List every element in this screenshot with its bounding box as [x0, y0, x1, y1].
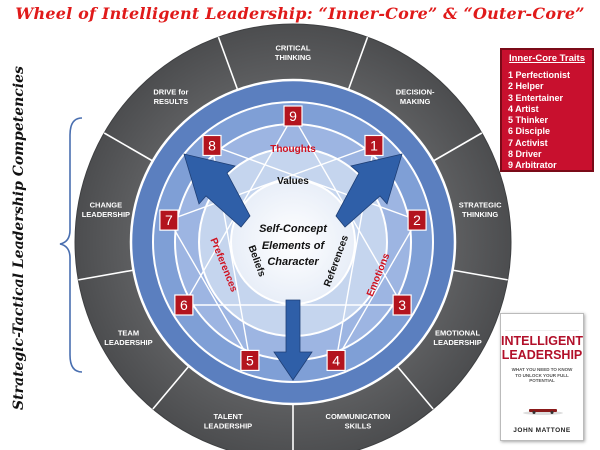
trait-item: 3 Entertainer	[508, 92, 564, 103]
enneagram-number-box: 1	[364, 134, 384, 157]
book-illustration	[523, 409, 563, 415]
enneagram-number: 2	[413, 212, 421, 228]
segment-divider	[78, 269, 134, 281]
segment-divider	[217, 36, 239, 91]
enneagram-number-box: 4	[326, 349, 346, 372]
book-title-line2: LEADERSHIP	[501, 348, 583, 362]
book-cover: INTELLIGENT LEADERSHIP WHAT YOU NEED TO …	[500, 313, 584, 441]
traits-box: Inner-Core Traits 1 Perfectionist 2 Help…	[500, 48, 594, 172]
book-subtitle: WHAT YOU NEED TO KNOW TO UNLOCK YOUR FUL…	[511, 367, 573, 383]
enneagram-number-box: 3	[392, 294, 412, 316]
segment-divider	[396, 365, 434, 410]
arrow-up-right	[335, 153, 403, 228]
book-endorsement	[505, 320, 579, 331]
number-boxes: 1 2 3 4 5 6 7 8 9	[159, 105, 427, 372]
enneagram-number: 5	[246, 352, 254, 368]
arrow-up-left	[183, 153, 251, 228]
trait-item: 9 Arbitrator	[508, 160, 557, 171]
trait-item: 6 Disciple	[508, 126, 551, 137]
side-bracket	[59, 117, 83, 373]
enneagram-number: 6	[180, 297, 188, 313]
arrow-down	[273, 299, 313, 381]
segment-divider	[432, 132, 483, 162]
enneagram-number: 8	[208, 137, 216, 153]
book-title-line1: INTELLIGENT	[501, 334, 583, 348]
segment-divider	[452, 269, 508, 281]
page-title: Wheel of Intelligent Leadership: “Inner-…	[15, 4, 585, 23]
enneagram-number: 1	[370, 137, 378, 153]
enneagram-number-box: 5	[240, 349, 260, 372]
segment-divider	[103, 132, 154, 162]
segment-dividers	[78, 36, 508, 450]
enneagram-number: 3	[398, 297, 406, 313]
enneagram-number-box: 7	[159, 209, 179, 231]
traits-heading: Inner-Core Traits	[508, 53, 586, 64]
trait-item: 7 Activist	[508, 137, 548, 148]
core-text-line3: Character	[267, 256, 319, 268]
enneagram-number: 9	[289, 108, 297, 124]
trait-item: 8 Driver	[508, 149, 542, 160]
core-text-line2: Elements of	[262, 240, 326, 252]
enneagram-number-box: 2	[407, 209, 427, 231]
trait-item: 4 Artist	[508, 103, 539, 114]
enneagram-number: 4	[332, 352, 340, 368]
ring-label-values: Values	[277, 176, 309, 187]
book-author: JOHN MATTONE	[513, 427, 571, 434]
enneagram-number-box: 9	[283, 105, 303, 127]
core-text-line1: Self-Concept	[259, 223, 328, 235]
trait-item: 5 Thinker	[508, 115, 549, 126]
enneagram-number: 7	[165, 212, 173, 228]
enneagram-number-box: 8	[202, 134, 222, 157]
segment-divider	[347, 36, 369, 91]
arrows	[183, 153, 403, 381]
enneagram-number-box: 6	[174, 294, 194, 316]
segment-label: DECISION-MAKING	[396, 88, 435, 107]
trait-item: 2 Helper	[508, 81, 544, 92]
segment-divider	[152, 365, 190, 410]
trait-item: 1 Perfectionist	[508, 70, 571, 80]
ring-label-thoughts: Thoughts	[270, 144, 316, 155]
